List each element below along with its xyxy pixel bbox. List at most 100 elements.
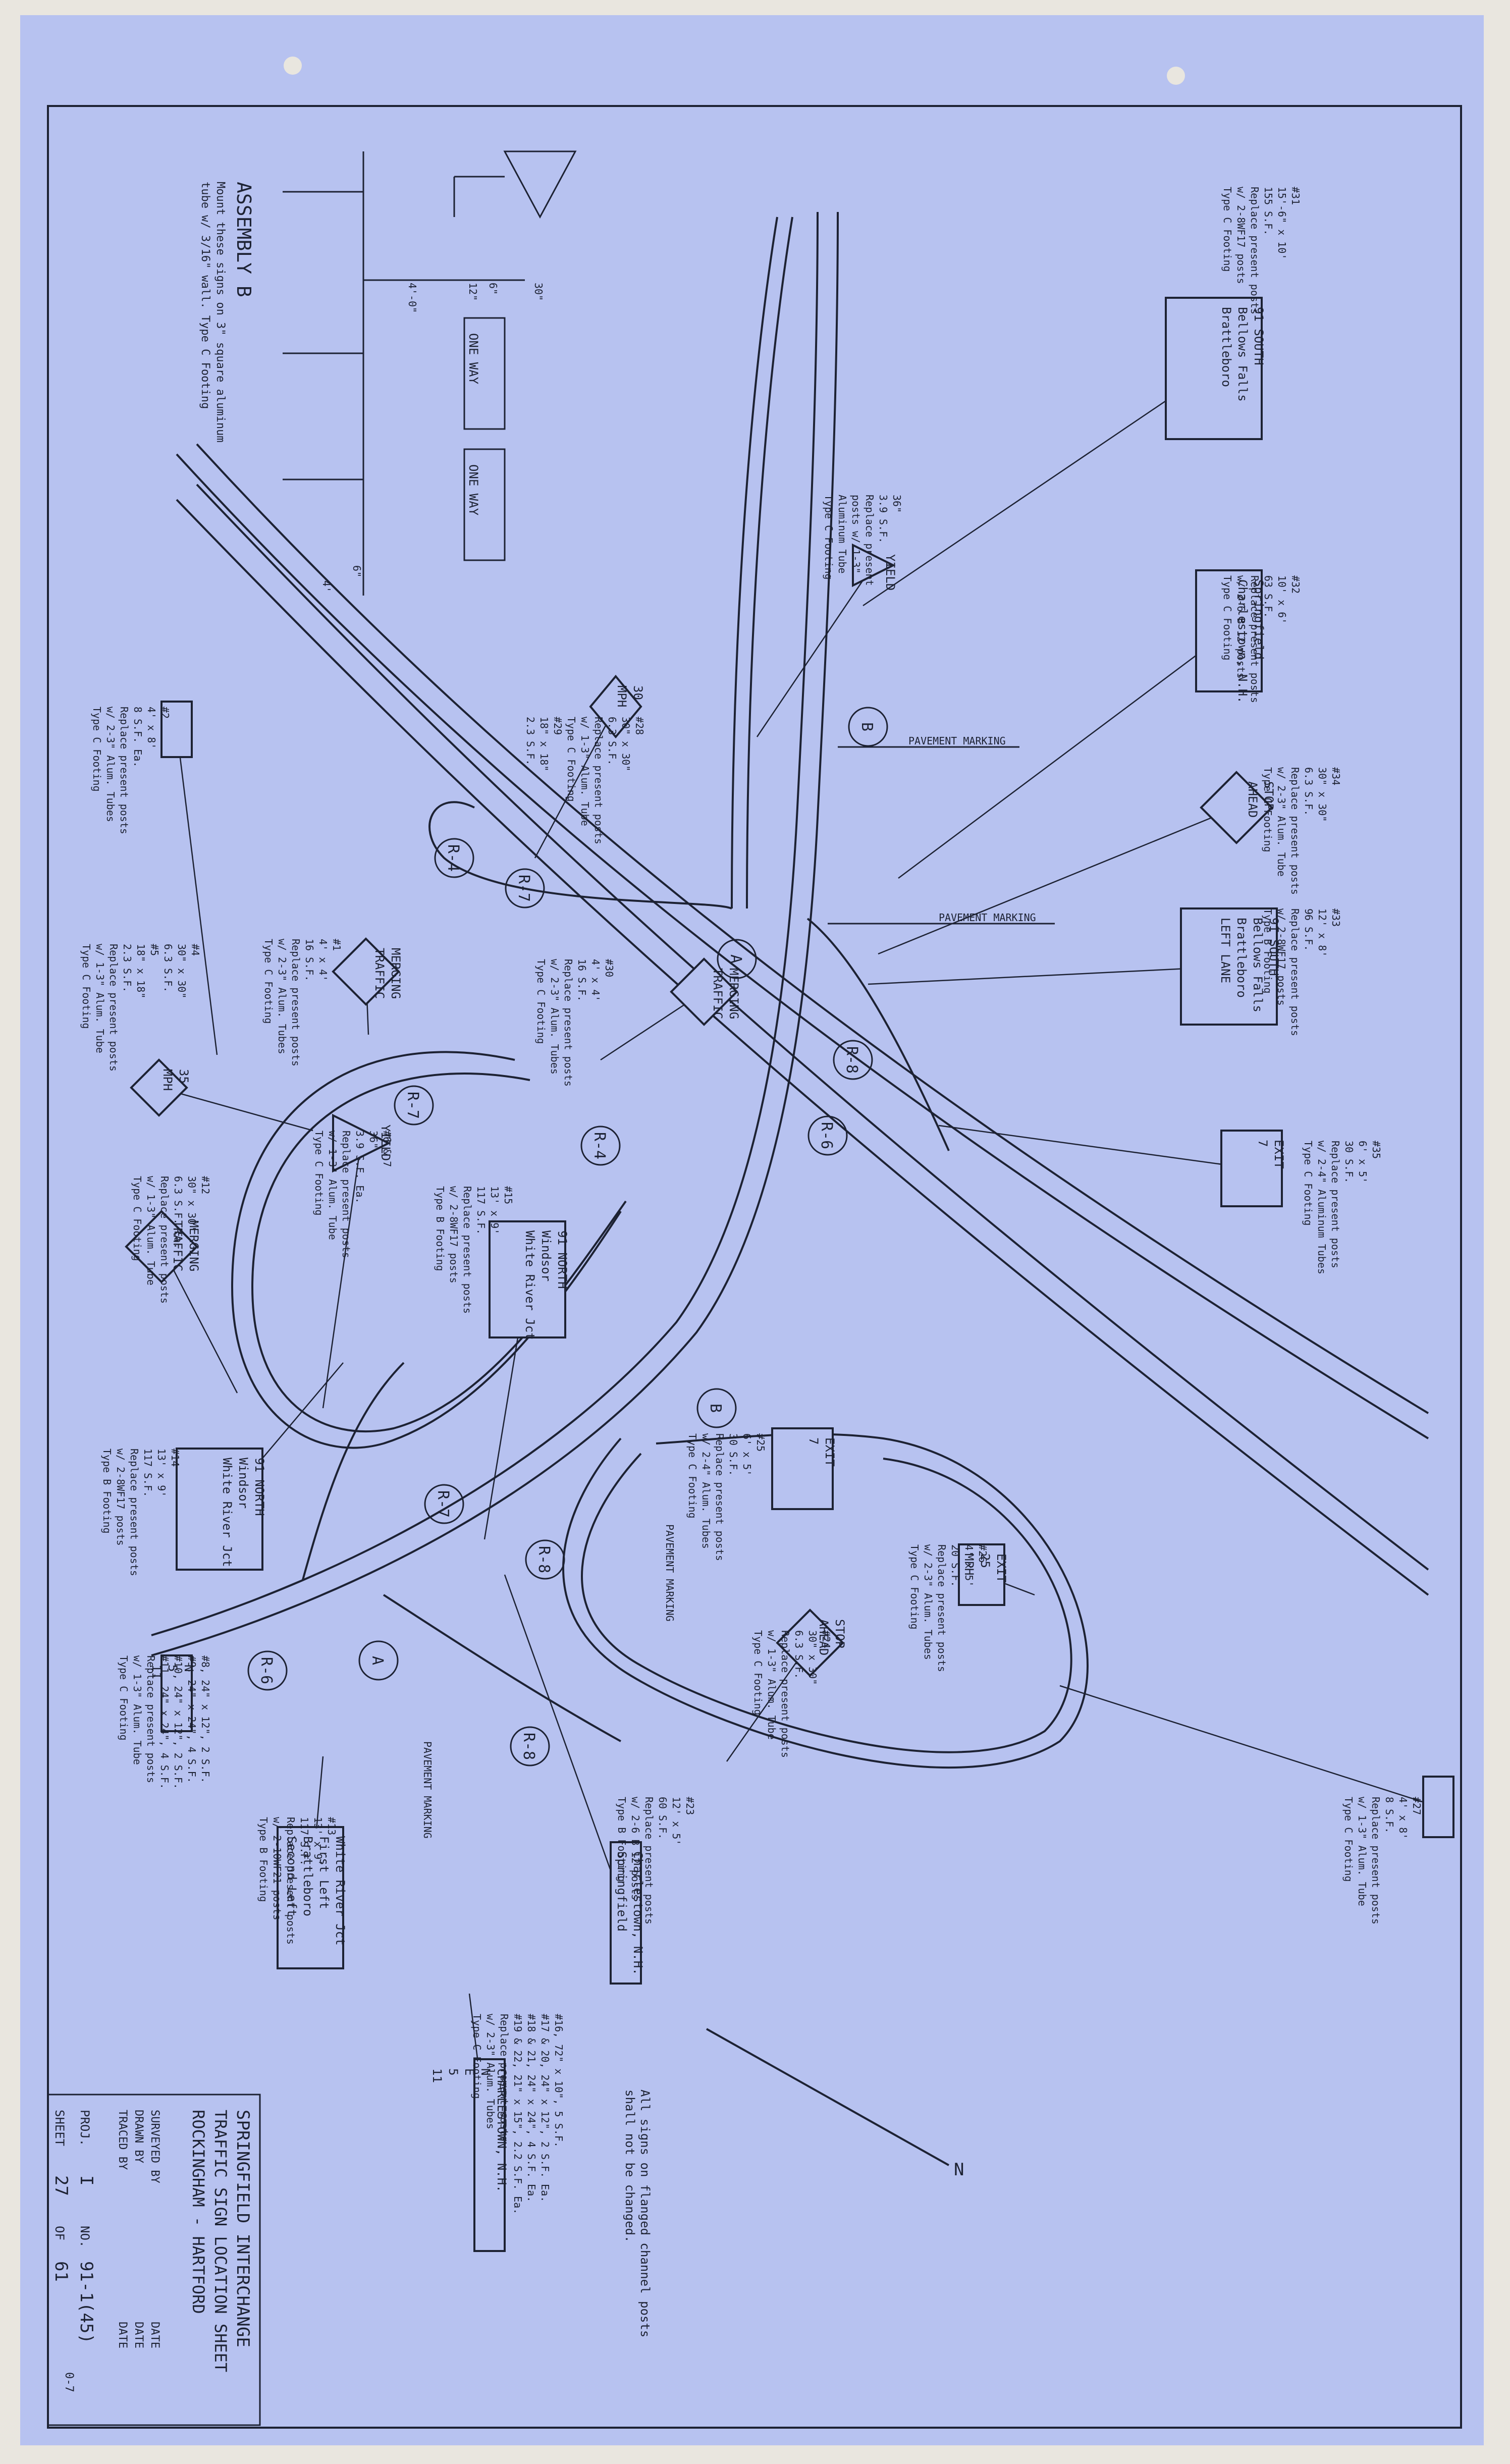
title-field-surveyed: SURVEYED BY <box>148 2110 161 2183</box>
sign-note-text: 96 S.F. <box>1303 908 1315 951</box>
dim-4ft-b: 4' <box>320 580 333 593</box>
sign-note-text: w/ 1-3" Alum. Tube <box>145 1176 157 1285</box>
sign-note-text: 117 S.F. <box>142 1449 154 1497</box>
location-marker: R-6 <box>807 1115 848 1156</box>
sign-note-text: w/ 2-3" Alum. Tube <box>1275 767 1287 877</box>
sign-note-text: w/ 2-3" Alum. Tubes <box>922 1544 934 1660</box>
sign-face <box>771 1427 834 1510</box>
sign-note-text: 30 S.F. <box>1343 1141 1355 1183</box>
sign-note-text: 60 S.F. <box>657 1797 669 1839</box>
sign-note-text: #30 <box>603 959 615 977</box>
sign-note-text: #10, 24" x 12", 2 S.F. <box>172 1655 184 1789</box>
sign-note-text: 16 S.F. <box>303 939 315 981</box>
one-way-sign-1 <box>463 317 506 430</box>
sign-note-text: 2.3 S.F. <box>524 717 536 765</box>
sign-face-text: MERGING <box>389 948 403 999</box>
sign-face-text: 35 <box>177 1069 191 1084</box>
marker-circle <box>848 707 888 747</box>
sign-note-text: Type C Footing <box>1302 1141 1314 1226</box>
sign-note-text: w/ 2-6 B 12 posts <box>629 1797 641 1900</box>
pavement-marking-label: PAVEMENT MARKING <box>939 912 1036 924</box>
sheet-value: 27 <box>51 2175 71 2196</box>
sign-note-text: w/ 2-3" Alum. Tubes <box>104 707 117 822</box>
sign-note-text: w/ 1-3" Alum. Tube <box>579 717 591 826</box>
sign-face <box>1180 907 1278 1026</box>
north-arrow: N <box>706 2028 964 2180</box>
sign-note-text: 8 S.F. <box>1383 1797 1395 1833</box>
sign-face-text: TRAFFIC <box>372 948 387 999</box>
marker-circle <box>358 1640 399 1681</box>
marker-label: A <box>727 954 744 963</box>
marker-label: R-8 <box>535 1546 553 1573</box>
sign-note-text: 30" x 30" <box>806 1630 819 1685</box>
sign-note-text: Type C Footing <box>1262 767 1274 852</box>
sign-note-text: #4 <box>189 944 201 956</box>
sign-callout: #274' x 8'8 S.F.Replace present postsw/ … <box>1059 1685 1454 1924</box>
location-marker: A <box>358 1640 399 1681</box>
marker-circle <box>434 838 474 878</box>
sign-face <box>125 1210 198 1283</box>
sign-note-text: Type B Footing <box>257 1817 269 1902</box>
sign-face <box>1195 569 1263 692</box>
sign-face-text: White River Jct <box>333 1836 347 1946</box>
location-marker: B <box>696 1388 737 1428</box>
sign-note-text: Replace present posts <box>1370 1797 1382 1924</box>
location-marker: R-4 <box>434 838 474 878</box>
leader-line <box>938 1124 1252 1169</box>
assembly-note-1: Mount these signs on 3" square aluminum <box>214 182 227 443</box>
sign-note-text: Replace present <box>864 495 876 586</box>
sign-note-text: #17 & 20, 24" x 12", 2 S.F. Ea. <box>539 2014 551 2202</box>
sign-face-text: MERGING <box>187 1220 201 1271</box>
sign-face-text: MPH <box>615 685 629 707</box>
leader-line <box>160 1246 238 1394</box>
location-marker: A <box>717 939 757 979</box>
sign-face-text: Bellows Falls <box>1235 307 1250 402</box>
sign-face-text: 91 NORTH <box>555 1230 569 1289</box>
sign-face <box>176 1448 263 1571</box>
location-marker: R-8 <box>525 1539 565 1580</box>
sign-note-text: Type B Footing <box>434 1186 446 1271</box>
sign-note-text: Replace present posts <box>592 717 605 844</box>
title-date-label: DATE <box>132 2322 145 2348</box>
sign-face <box>589 674 642 739</box>
sign-note-text: Replace present posts <box>285 1817 297 1945</box>
sign-note-text: Type B Footing <box>101 1449 113 1534</box>
marker-circle <box>247 1650 288 1691</box>
sign-note-text: w/ 2-8WF17 posts <box>1235 187 1247 284</box>
sign-note-text: #28 <box>633 717 645 735</box>
one-way-sign-2 <box>463 448 506 561</box>
sign-face-text: E <box>462 2068 476 2075</box>
location-marker: R-4 <box>580 1126 621 1166</box>
leader-line <box>176 729 218 1055</box>
title-line-3: ROCKINGHAM - HARTFORD <box>189 2110 208 2314</box>
sign-note-text: #14 <box>169 1449 181 1467</box>
sign-note-text: 16 S.F. <box>576 959 588 1001</box>
sign-note-text: Replace present posts <box>118 707 130 834</box>
title-field-traced: TRACED BY <box>116 2110 129 2170</box>
sign-note-text: #5 <box>148 944 160 956</box>
sign-note-text: w/ 2-8WF17 posts <box>448 1186 460 1283</box>
dim-12in: 12" <box>467 283 479 301</box>
no-value: 91-1(45) <box>76 2261 96 2344</box>
sign-note-text: #25 <box>754 1433 767 1452</box>
sign-face-text: 11 <box>149 1665 164 1679</box>
sign-note-text: Type C Footing <box>471 2014 483 2099</box>
leader-line <box>1059 1685 1439 1808</box>
sign-note-text: Type C Footing <box>91 707 103 792</box>
sign-face <box>610 1841 642 1985</box>
sign-note-text: #12 <box>199 1176 211 1194</box>
pavement-markings: PAVEMENT MARKING PAVEMENT MARKING PAVEME… <box>421 735 1055 1839</box>
sign-note-text: 12' x 5' <box>670 1797 682 1845</box>
sign-face-text: MPH <box>962 1554 976 1575</box>
sign-note-text: Replace present posts <box>461 1186 473 1314</box>
sign-note-text: 2.3 S.F. <box>121 944 133 992</box>
sign-note-text: Aluminum Tube <box>836 495 848 574</box>
sign-face-text: White River Jct <box>220 1458 234 1567</box>
blueprint-area <box>20 15 1484 2445</box>
